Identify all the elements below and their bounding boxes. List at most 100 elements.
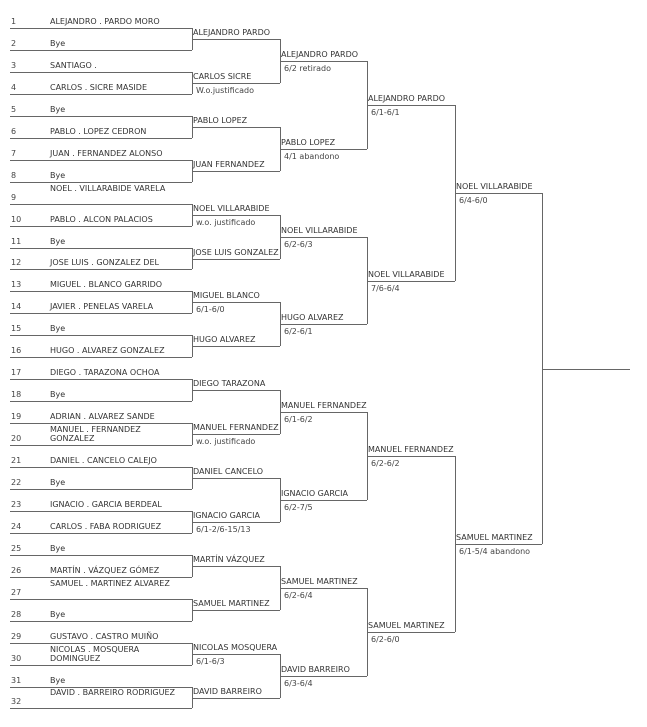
round1-line: [10, 511, 192, 512]
winner-name: NOEL VILLARABIDE: [368, 270, 445, 279]
winner-name: MIGUEL BLANCO: [193, 291, 260, 300]
seed-number: 30: [11, 654, 22, 663]
bracket-connector: [542, 193, 543, 544]
seed-number: 21: [11, 456, 22, 465]
player-name: HUGO . ALVAREZ GONZALEZ: [50, 346, 165, 355]
match-score: w.o. justificado: [196, 437, 256, 446]
round1-line: [10, 291, 192, 292]
seed-number: 29: [11, 632, 22, 641]
player-name: DANIEL . CANCELO CALEJO: [50, 456, 157, 465]
round3-line: [280, 412, 367, 413]
player-name: DAVID . BARREIRO RODRIGUEZ: [50, 688, 176, 697]
match-score: 6/3-6/4: [284, 679, 313, 688]
player-name: PABLO . ALCON PALACIOS: [50, 215, 153, 224]
seed-number: 15: [11, 324, 22, 333]
round4-line: [367, 281, 455, 282]
player-name: Bye: [50, 544, 66, 553]
seed-number: 7: [11, 149, 17, 158]
round2-line: [192, 171, 280, 172]
winner-name: HUGO ALVAREZ: [281, 313, 344, 322]
round1-line: [10, 665, 192, 666]
seed-number: 28: [11, 610, 22, 619]
winner-name: NOEL VILLARABIDE: [281, 226, 358, 235]
round3-line: [280, 500, 367, 501]
winner-name: NICOLAS MOSQUERA: [193, 643, 278, 652]
winner-name: DAVID BARREIRO: [193, 687, 262, 696]
winner-name: HUGO ALVAREZ: [193, 335, 256, 344]
player-name: MIGUEL . BLANCO GARRIDO: [50, 280, 163, 289]
player-name: GUSTAVO . CASTRO MUIÑO: [50, 632, 159, 641]
seed-number: 12: [11, 258, 22, 267]
round1-line: [10, 50, 192, 51]
winner-name: MANUEL FERNANDEZ: [193, 423, 279, 432]
player-name: Bye: [50, 676, 66, 685]
player-name: MANUEL . FERNANDEZ GONZALEZ: [50, 425, 141, 443]
player-name: Bye: [50, 324, 66, 333]
match-score: w.o. justificado: [196, 218, 256, 227]
winner-name: SAMUEL MARTINEZ: [368, 621, 445, 630]
winner-name: IGNACIO GARCIA: [281, 489, 348, 498]
winner-name: DANIEL CANCELO: [193, 467, 264, 476]
winner-name: SAMUEL MARTINEZ: [281, 577, 358, 586]
player-name: ALEJANDRO . PARDO MORO: [50, 17, 160, 26]
winner-name: MARTÍN VÁZQUEZ: [193, 555, 265, 564]
seed-number: 10: [11, 215, 22, 224]
seed-number: 6: [11, 127, 17, 136]
player-name: Bye: [50, 39, 66, 48]
seed-number: 9: [11, 193, 17, 202]
winner-name: NOEL VILLARABIDE: [193, 204, 270, 213]
round2-line: [192, 83, 280, 84]
round1-line: [10, 687, 192, 688]
round1-line: [10, 226, 192, 227]
seed-number: 3: [11, 61, 17, 70]
round1-line: [10, 401, 192, 402]
player-name: JAVIER . PENELAS VARELA: [50, 302, 154, 311]
final-line: [542, 369, 630, 370]
player-name: DIEGO . TARAZONA OCHOA: [50, 368, 160, 377]
player-name: Bye: [50, 610, 66, 619]
winner-name: JUAN FERNANDEZ: [193, 160, 265, 169]
seed-number: 13: [11, 280, 22, 289]
seed-number: 25: [11, 544, 22, 553]
seed-number: 5: [11, 105, 17, 114]
player-name: CARLOS . SICRE MASIDE: [50, 83, 147, 92]
match-score: 6/2 retirado: [284, 64, 331, 73]
player-name: PABLO . LOPEZ CEDRON: [50, 127, 147, 136]
seed-number: 14: [11, 302, 22, 311]
round1-line: [10, 94, 192, 95]
round4-line: [367, 456, 455, 457]
seed-number: 18: [11, 390, 22, 399]
winner-name: PABLO LOPEZ: [281, 138, 336, 147]
seed-number: 20: [11, 434, 22, 443]
seed-number: 27: [11, 588, 22, 597]
seed-number: 32: [11, 697, 22, 706]
round1-line: [10, 577, 192, 578]
match-score: 6/2-7/5: [284, 503, 313, 512]
round2-line: [192, 390, 280, 391]
round2-line: [192, 478, 280, 479]
player-name: JUAN . FERNANDEZ ALONSO: [50, 149, 163, 158]
round1-line: [10, 467, 192, 468]
match-score: 7/6-6/4: [371, 284, 400, 293]
round4-line: [367, 632, 455, 633]
round1-line: [10, 357, 192, 358]
round3-line: [280, 149, 367, 150]
player-name: Bye: [50, 105, 66, 114]
bracket-connector: [192, 248, 193, 269]
winner-name: DAVID BARREIRO: [281, 665, 350, 674]
seed-number: 4: [11, 83, 17, 92]
round1-line: [10, 335, 192, 336]
round2-line: [192, 566, 280, 567]
winner-name: NOEL VILLARABIDE: [456, 182, 533, 191]
round2-line: [192, 522, 280, 523]
winner-name: MANUEL FERNANDEZ: [281, 401, 367, 410]
round2-line: [192, 39, 280, 40]
winner-name: SAMUEL MARTINEZ: [193, 599, 270, 608]
player-name: Bye: [50, 478, 66, 487]
round1-line: [10, 313, 192, 314]
player-name: Bye: [50, 171, 66, 180]
match-score: 6/1-2/6-15/13: [196, 525, 251, 534]
round1-line: [10, 643, 192, 644]
player-name: NICOLAS . MOSQUERA DOMINGUEZ: [50, 645, 140, 663]
